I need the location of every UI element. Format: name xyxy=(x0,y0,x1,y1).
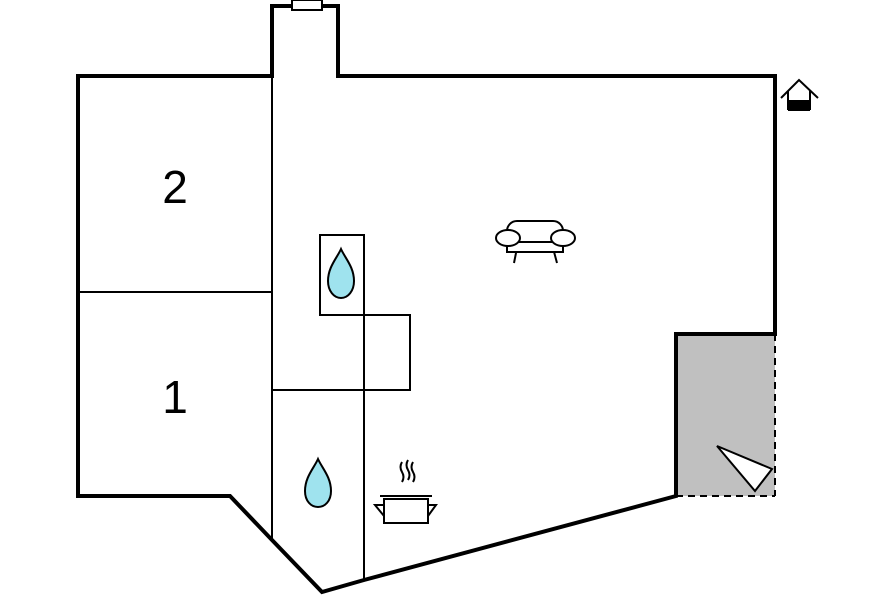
outer-wall xyxy=(76,4,777,595)
sofa-icon xyxy=(495,220,576,264)
house-entrance-icon xyxy=(780,78,819,111)
water-drop-icon-lower xyxy=(303,456,333,509)
cooking-pot-icon xyxy=(372,459,438,524)
inner-walls xyxy=(78,76,411,580)
room-1-label: 1 xyxy=(162,371,188,423)
chimney-vent-icon xyxy=(291,0,323,11)
water-drop-icon-upper xyxy=(326,246,356,300)
room-2-label: 2 xyxy=(162,161,188,213)
sun-terrace-icon xyxy=(716,445,774,493)
